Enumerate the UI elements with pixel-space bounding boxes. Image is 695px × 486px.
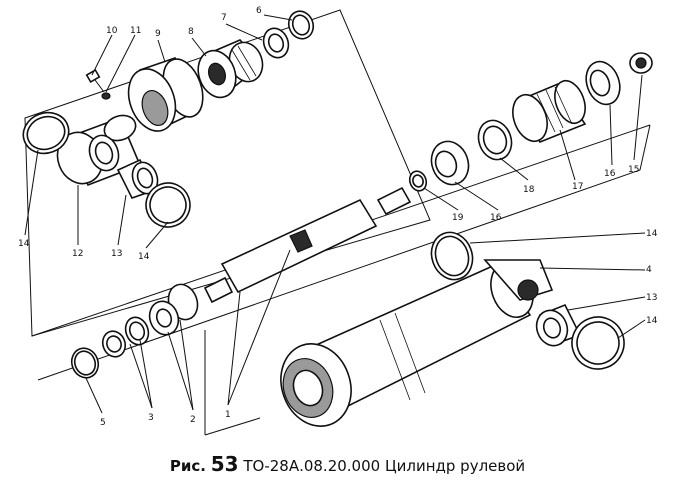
callout-9: 9 (155, 29, 161, 39)
part-16-split-ring-b (430, 140, 470, 186)
part-7-seal (262, 27, 290, 59)
callout-14c: 14 (646, 229, 658, 239)
part-19-ring (408, 170, 428, 192)
part-14-ring-c (430, 231, 474, 281)
callout-16b: 16 (490, 213, 502, 223)
callout-5: 5 (100, 418, 106, 428)
part-13-bushing-right (535, 303, 582, 347)
callout-8: 8 (188, 27, 194, 37)
callout-14a: 14 (18, 239, 30, 249)
callout-18: 18 (523, 185, 535, 195)
part-13-bushing-left (116, 158, 159, 199)
callout-12: 12 (72, 249, 83, 259)
group-frame-bottom (204, 330, 261, 436)
callout-14b: 14 (138, 252, 150, 262)
part-3-rings (101, 316, 150, 358)
callout-17: 17 (572, 182, 583, 192)
part-5-snap-ring (70, 347, 100, 379)
part-2-split-bushing (148, 283, 199, 336)
part-17-piston (512, 79, 587, 143)
part-18-ring (477, 119, 513, 161)
callout-10: 10 (106, 26, 118, 36)
part-14-ring-b (145, 182, 191, 228)
part-8-bushing (197, 39, 264, 99)
figure-number: 53 (210, 452, 239, 476)
figure-title: Цилиндр рулевой (384, 457, 526, 475)
callout-11: 11 (130, 26, 141, 36)
part-11-washer (101, 92, 111, 100)
part-16-split-ring-a (585, 60, 621, 106)
part-14-ring-d (571, 316, 625, 370)
part-4-cylinder-body (280, 259, 554, 427)
part-14-ring-a (22, 111, 70, 155)
callout-3: 3 (148, 413, 154, 423)
callout-1: 1 (225, 410, 231, 420)
figure-caption: Рис. 53 ТО-28А.08.20.000 Цилиндр рулевой (0, 452, 695, 476)
part-6-ring (287, 10, 315, 40)
callout-13b: 13 (646, 293, 657, 303)
callout-19: 19 (452, 213, 464, 223)
callout-13a: 13 (111, 249, 122, 259)
callout-14d: 14 (646, 316, 658, 326)
part-9-nut (127, 57, 204, 132)
figure-prefix: Рис. (169, 457, 206, 475)
leader-lines (24, 14, 646, 414)
part-10-bolt (85, 68, 105, 93)
callout-16a: 16 (604, 169, 616, 179)
callout-4: 4 (646, 265, 652, 275)
callout-7: 7 (221, 13, 227, 23)
callout-numbers: 10 11 9 8 7 6 14 12 13 14 15 16 17 18 16… (18, 6, 658, 428)
callout-6: 6 (256, 6, 262, 16)
callout-15: 15 (628, 165, 639, 175)
part-15-nut (629, 52, 653, 74)
figure-code: ТО-28А.08.20.000 (243, 457, 381, 475)
part-1-rod (203, 186, 412, 304)
callout-2: 2 (190, 415, 196, 425)
